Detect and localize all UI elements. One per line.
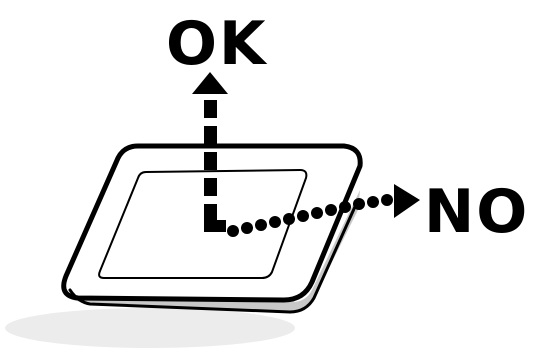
label-ok: OK [166,9,268,79]
floor-shadow [5,308,295,348]
label-no: NO [424,177,529,247]
arrow-corner [204,220,226,232]
arrow-right-icon [394,184,420,218]
